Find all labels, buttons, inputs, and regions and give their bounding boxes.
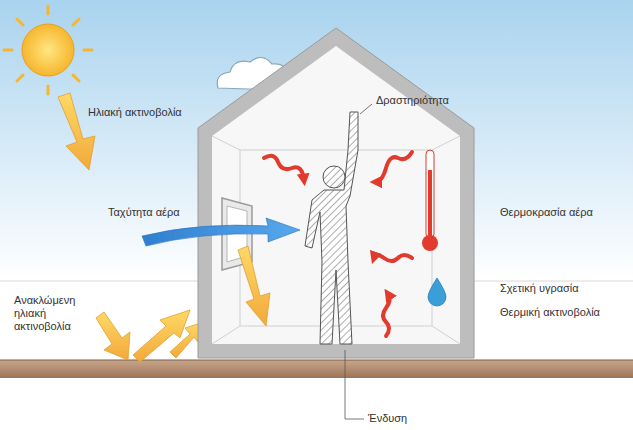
horizon (0, 281, 198, 282)
sun (4, 6, 92, 94)
humidity-drop (428, 278, 446, 306)
thermometer (422, 150, 438, 251)
ground-line (0, 360, 633, 361)
air-arrow (142, 218, 300, 246)
label: Ανακλώμενη ηλιακή ακτινοβολία (14, 294, 92, 333)
reflected-arrow (96, 312, 130, 360)
leader-line (360, 104, 372, 114)
label: Ταχύτητα αέρα (108, 206, 180, 219)
solar-arrow (58, 93, 95, 170)
solar-arrow (238, 246, 270, 326)
label: Ηλιακή ακτινοβολία (88, 106, 182, 119)
label: Θερμική ακτινοβολία (500, 306, 600, 319)
ground (0, 360, 633, 378)
reflected-arrow (133, 310, 190, 362)
label: Δραστηριότητα (376, 94, 449, 107)
label: Σχετική υγρασία (500, 282, 579, 295)
house-interior (212, 46, 460, 344)
label: Ένδυση (368, 412, 407, 425)
house-wall (198, 28, 474, 358)
label: Θερμοκρασία αέρα (500, 206, 593, 219)
horizon (474, 281, 633, 282)
person (305, 112, 358, 344)
heat-arrows (264, 152, 412, 336)
leader-line (345, 350, 364, 419)
